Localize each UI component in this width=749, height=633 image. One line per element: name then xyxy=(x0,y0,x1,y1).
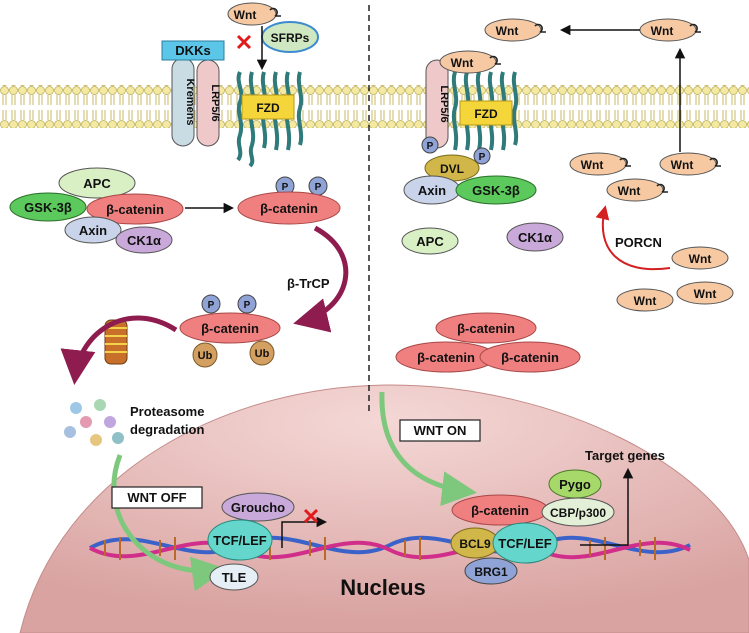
wnt-on-box xyxy=(399,419,481,442)
svg-text:Kremens: Kremens xyxy=(184,78,196,125)
wnt-on-label: WNT ON xyxy=(414,423,467,438)
svg-text:APC: APC xyxy=(83,176,111,191)
svg-text:PORCN: PORCN xyxy=(615,235,662,250)
svg-text:β-catenin: β-catenin xyxy=(457,321,515,336)
lrp-left: LRP5/6 xyxy=(196,59,221,147)
svg-text:Axin: Axin xyxy=(79,223,107,238)
btrcp-arrow xyxy=(293,225,349,333)
repression-complex: Groucho TCF/LEF TLE xyxy=(207,492,295,591)
svg-text:β-catenin: β-catenin xyxy=(501,350,559,365)
block-x-top xyxy=(236,34,252,50)
svg-text:Wnt: Wnt xyxy=(618,184,641,198)
off-into-nucleus-arrow xyxy=(111,454,227,592)
p-dvl: P xyxy=(479,152,486,163)
svg-text:β-catenin: β-catenin xyxy=(260,201,318,216)
svg-text:Pygo: Pygo xyxy=(559,477,591,492)
target-genes-label: Target genes xyxy=(585,448,665,463)
svg-text:β-catenin: β-catenin xyxy=(201,321,259,336)
svg-text:TCF/LEF: TCF/LEF xyxy=(213,533,266,548)
proteasome-label-1: Proteasome xyxy=(130,404,204,419)
block-x-nucleus xyxy=(303,508,319,524)
svg-text:FZD: FZD xyxy=(474,107,498,121)
wnt-off-label: WNT OFF xyxy=(127,490,186,505)
svg-text:Wnt: Wnt xyxy=(689,252,712,266)
svg-text:Wnt: Wnt xyxy=(496,24,519,38)
svg-text:LRP5/6: LRP5/6 xyxy=(438,85,450,122)
ub-beta-catenin: P P β-catenin Ub Ub xyxy=(179,294,281,368)
dna-helix xyxy=(89,535,691,560)
svg-text:Axin: Axin xyxy=(418,183,446,198)
svg-text:β-catenin: β-catenin xyxy=(471,503,529,518)
svg-text:Ub: Ub xyxy=(198,350,213,362)
svg-text:BRG1: BRG1 xyxy=(474,565,508,579)
svg-text:TCF/LEF: TCF/LEF xyxy=(498,536,551,551)
signalosome: DVL Axin GSK-3β xyxy=(403,154,537,205)
sfrps-label: SFRPs xyxy=(271,31,310,45)
svg-text:CBP/p300: CBP/p300 xyxy=(550,506,606,520)
svg-text:Wnt: Wnt xyxy=(651,24,674,38)
svg-text:DVL: DVL xyxy=(440,162,464,176)
svg-text:Wnt: Wnt xyxy=(581,158,604,172)
wnt-off-box xyxy=(111,486,203,509)
svg-text:P: P xyxy=(282,182,289,193)
svg-text:Wnt: Wnt xyxy=(694,287,717,301)
fzd-label-left: FZD xyxy=(256,101,280,115)
svg-text:TLE: TLE xyxy=(222,570,247,585)
svg-text:CK1α: CK1α xyxy=(127,233,161,248)
lrp-right: LRP5/6 xyxy=(425,59,450,149)
accumulated-beta-catenin: β-catenin β-catenin β-catenin xyxy=(395,312,581,373)
fzd-receptor-right: FZD xyxy=(451,71,519,151)
svg-text:Groucho: Groucho xyxy=(231,500,285,515)
svg-text:BCL9: BCL9 xyxy=(459,537,491,551)
svg-text:P: P xyxy=(315,182,322,193)
wnt-top-left xyxy=(227,2,277,26)
svg-text:P: P xyxy=(208,300,215,311)
svg-text:β-catenin: β-catenin xyxy=(106,202,164,217)
svg-text:LRP5/6: LRP5/6 xyxy=(209,84,221,121)
p-lrp: P xyxy=(427,141,434,152)
svg-text:Wnt: Wnt xyxy=(671,158,694,172)
on-into-nucleus-arrow xyxy=(379,391,477,507)
wnt-secretion: Wnt Wnt Wnt Wnt Wnt Wnt Wnt Wnt PORCN xyxy=(484,18,734,312)
svg-text:Wnt: Wnt xyxy=(451,56,474,70)
nucleus-label: Nucleus xyxy=(340,575,426,600)
svg-text:GSK-3β: GSK-3β xyxy=(24,200,72,215)
svg-text:Wnt: Wnt xyxy=(634,294,657,308)
to-proteasome-arrow xyxy=(60,315,178,385)
fzd-receptor-left: FZD xyxy=(236,71,304,168)
destruction-complex: APC GSK-3β β-catenin Axin CK1α xyxy=(9,167,184,254)
svg-text:DKKs: DKKs xyxy=(175,43,210,58)
btrcp-label: β-TrCP xyxy=(287,276,330,291)
degradation-fragments xyxy=(64,399,124,446)
svg-text:CK1α: CK1α xyxy=(518,230,552,245)
svg-text:GSK-3β: GSK-3β xyxy=(472,183,520,198)
svg-text:APC: APC xyxy=(416,234,444,249)
target-gene-arrow xyxy=(580,467,634,546)
proteasome-label-2: degradation xyxy=(130,422,204,437)
svg-text:P: P xyxy=(244,300,251,311)
kremens: Kremens xyxy=(171,57,196,147)
apc-free xyxy=(401,227,459,255)
cell-membrane xyxy=(0,85,749,128)
repressed-transcription-arrow xyxy=(281,516,328,548)
wnt-top-left-label: Wnt xyxy=(234,8,257,22)
wnt-bound xyxy=(439,50,497,74)
svg-text:β-catenin: β-catenin xyxy=(417,350,475,365)
dkks: DKKs xyxy=(161,40,225,61)
ck1-free xyxy=(506,222,564,252)
activation-complex: Pygo β-catenin CBP/p300 BCL9 TCF/LEF BRG… xyxy=(450,469,615,585)
phospho-beta-catenin: P P β-catenin xyxy=(237,176,341,225)
svg-text:Ub: Ub xyxy=(255,348,270,360)
